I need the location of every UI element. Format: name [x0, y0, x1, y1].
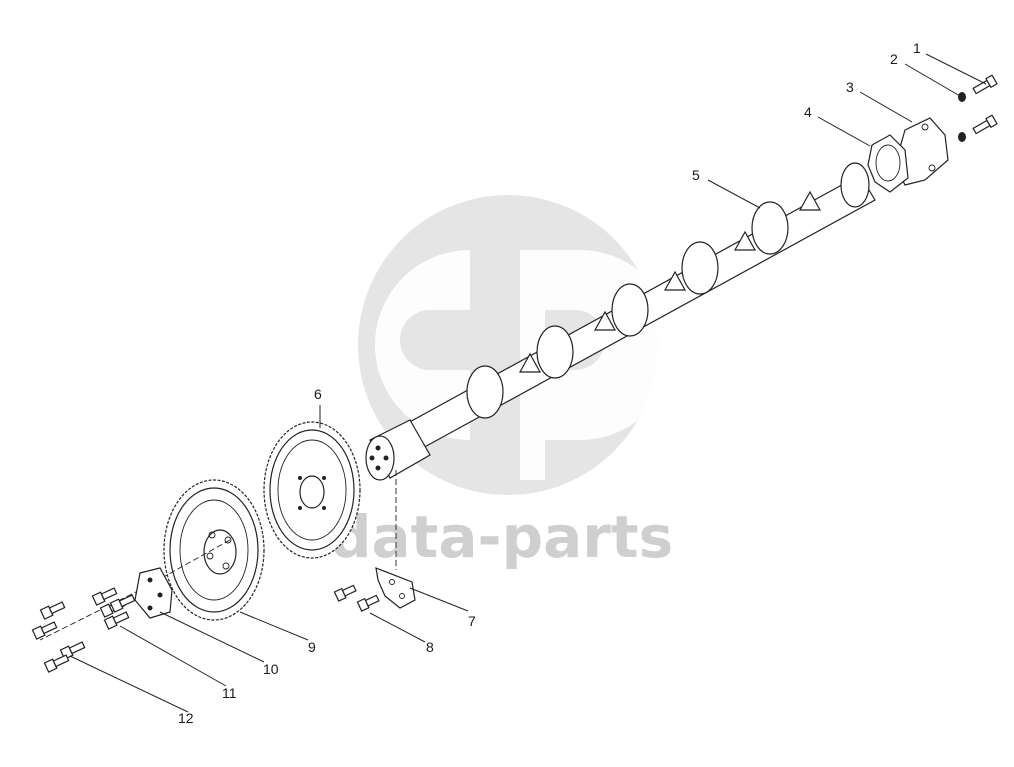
label-2: 2	[890, 51, 898, 67]
label-7: 7	[468, 613, 476, 629]
part-4-gasket	[867, 134, 909, 193]
part-12-bolts	[31, 601, 86, 673]
label-12: 12	[178, 710, 194, 726]
part-5-camshaft	[365, 162, 876, 481]
part-9-gear	[163, 479, 265, 621]
label-11: 11	[222, 685, 237, 701]
label-4: 4	[804, 104, 812, 120]
label-5: 5	[692, 167, 700, 183]
label-1: 1	[913, 40, 921, 56]
label-8: 8	[426, 639, 434, 655]
watermark-text: data-parts	[330, 503, 673, 571]
leader-lines	[69, 53, 987, 713]
part-8-bolt	[333, 584, 380, 612]
part-1-bolt	[972, 74, 998, 135]
part-2-washer	[958, 92, 966, 142]
label-3: 3	[846, 79, 854, 95]
watermark-letter-g	[374, 250, 470, 441]
label-10: 10	[263, 661, 279, 677]
callout-labels: 1 2 3 4 5 6 7 8 9 10 11 12	[178, 40, 921, 726]
part-7-bracket	[375, 567, 416, 609]
label-6: 6	[314, 386, 322, 402]
label-9: 9	[308, 639, 316, 655]
part-11-bolts	[91, 587, 136, 630]
part-6-gear	[263, 421, 361, 559]
